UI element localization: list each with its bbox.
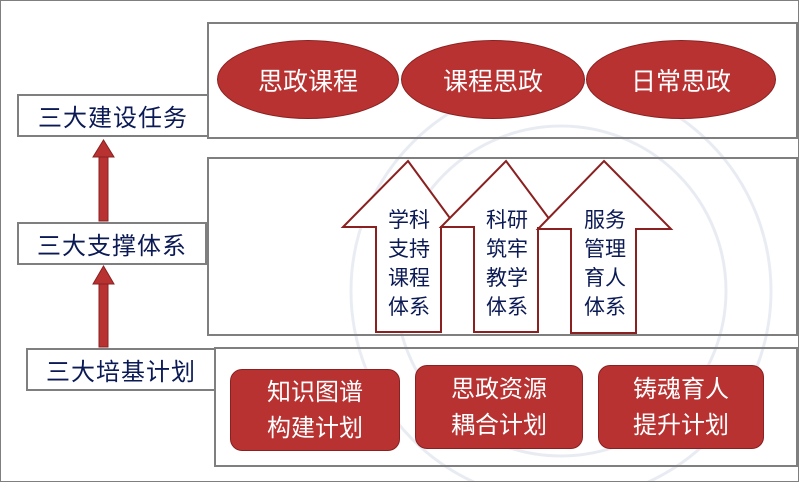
text-line: 思政资源 xyxy=(451,375,547,403)
plan-resource-coupling: 思政资源耦合计划 xyxy=(415,365,583,449)
text-line: 支持 xyxy=(388,237,430,261)
text-line: 育人 xyxy=(584,266,626,290)
systems-panel xyxy=(207,157,798,336)
systems-label: 三大支撑体系 xyxy=(17,222,207,265)
text-line: 知识图谱 xyxy=(267,378,363,406)
tasks-label: 三大建设任务 xyxy=(17,94,209,137)
up-arrow-icon xyxy=(92,265,115,348)
task-ideological-courses: 思政课程 xyxy=(217,40,399,119)
system-1-text: 学科 支持 课程 体系 xyxy=(379,206,439,322)
text-line: 提升计划 xyxy=(633,411,729,439)
system-3-text: 服务 管理 育人 体系 xyxy=(575,206,635,322)
system-2-text: 科研 筑牢 教学 体系 xyxy=(477,206,537,322)
text-line: 体系 xyxy=(584,295,626,319)
text-line: 学科 xyxy=(388,208,430,232)
text-line: 体系 xyxy=(388,295,430,319)
text-line: 科研 xyxy=(486,208,528,232)
text-line: 管理 xyxy=(584,237,626,261)
text-line: 课程 xyxy=(388,266,430,290)
system-arrow-3-shape xyxy=(535,159,674,334)
plan-soul-casting: 铸魂育人提升计划 xyxy=(598,365,764,449)
task-course-ideology: 课程思政 xyxy=(401,40,585,119)
plans-panel xyxy=(214,347,798,467)
plan-knowledge-graph: 知识图谱构建计划 xyxy=(230,369,400,451)
plans-label: 三大培基计划 xyxy=(26,348,216,391)
text-line: 体系 xyxy=(486,295,528,319)
tasks-panel xyxy=(207,22,798,139)
text-line: 服务 xyxy=(584,208,626,232)
up-arrow-icon xyxy=(92,139,115,222)
text-line: 耦合计划 xyxy=(451,411,547,439)
text-line: 教学 xyxy=(486,266,528,290)
text-line: 铸魂育人 xyxy=(633,375,729,403)
text-line: 筑牢 xyxy=(486,237,528,261)
task-daily-ideology: 日常思政 xyxy=(586,40,776,119)
text-line: 构建计划 xyxy=(267,414,363,442)
